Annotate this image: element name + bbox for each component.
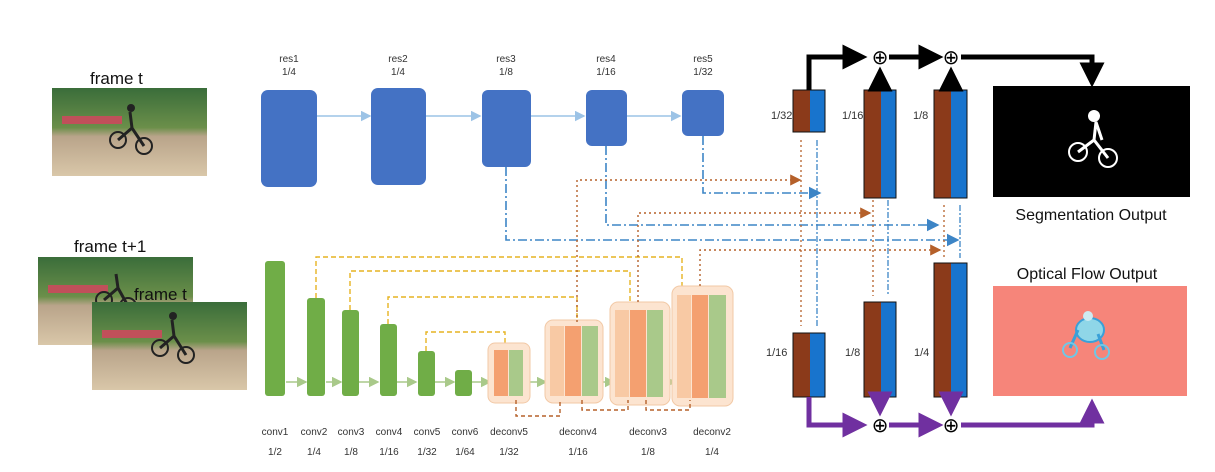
fusion-bottom-scale-1: 1/16 [766,347,787,359]
conv5-box [418,351,435,396]
res4-name: res4 [596,54,616,65]
conv3-scale: 1/8 [344,447,358,458]
res4-block: res4 1/16 [586,54,627,146]
conv3-box [342,310,359,396]
fusion-top-scale-2: 1/16 [842,110,863,122]
seg-plus-nodes: ⊕ ⊕ [872,45,960,69]
fusion-top-2-blue [881,90,896,198]
flownet-labels: conv1 1/2 conv2 1/4 conv3 1/8 conv4 1/16… [262,427,732,458]
res5-box [682,90,724,136]
conv2-scale: 1/4 [307,447,321,458]
fusion-bottom-row: 1/16 1/8 1/4 [766,262,968,398]
res1-block: res1 1/4 [261,54,317,187]
fusion-bottom-1-brown [793,333,810,397]
flow-plus-nodes: ⊕ ⊕ [872,413,960,437]
res5-block: res5 1/32 [682,54,724,136]
conv6-name: conv6 [452,427,479,438]
res3-box [482,90,531,167]
segmentation-output-image [993,86,1190,197]
deconv4-name: deconv4 [559,427,597,438]
res5-scale: 1/32 [693,67,713,78]
res1-box [261,90,317,187]
encoder: res1 1/4 res2 1/4 res3 1/8 res4 1/16 res… [261,54,724,187]
deconv5-name: deconv5 [490,427,528,438]
frame-t-label: frame t [90,69,143,88]
seg-plus-1: ⊕ [872,45,889,69]
segmentation-path [806,44,1105,92]
fusion-top-3-brown [934,90,951,198]
res4-box [586,90,627,146]
res2-name: res2 [388,54,408,65]
flow-plus-1: ⊕ [872,413,889,437]
deconv2-name: deconv2 [693,427,731,438]
res3-name: res3 [496,54,516,65]
deconv2-scale: 1/4 [705,447,719,458]
flownet-encoder [265,261,472,396]
conv4-scale: 1/16 [379,447,399,458]
fusion-top-row: 1/32 1/16 1/8 [771,89,968,199]
segmentation-output-label: Segmentation Output [1015,207,1167,224]
res3-scale: 1/8 [499,67,513,78]
fusion-top-scale-1: 1/32 [771,110,792,122]
res1-name: res1 [279,54,299,65]
res5-name: res5 [693,54,713,65]
flow-feature-links [576,174,942,322]
frame-t-overlay-label: frame t [134,285,187,304]
fusion-bottom-2-brown [864,302,881,397]
conv5-scale: 1/32 [417,447,437,458]
conv6-scale: 1/64 [455,447,475,458]
conv5-name: conv5 [414,427,441,438]
flow-path [806,391,1105,438]
fusion-top-3-blue [951,90,967,198]
conv6-box [455,370,472,396]
res2-box [371,88,426,185]
frame-t-overlay-image [92,302,247,390]
deconv3-block [609,301,671,406]
deconv2-block [671,285,734,407]
res2-block: res2 1/4 [371,54,426,185]
flow-output-label: Optical Flow Output [1017,266,1158,283]
conv4-name: conv4 [376,427,403,438]
deconv3-scale: 1/8 [641,447,655,458]
fusion-bottom-1-blue [810,333,825,397]
fusion-bottom-2-blue [881,302,896,397]
res1-scale: 1/4 [282,67,296,78]
seg-plus-2: ⊕ [943,45,960,69]
fusion-top-1-blue [810,90,825,132]
deconv4-block [544,319,604,404]
deconv5-block [487,342,531,404]
fusion-bottom-3-brown [934,263,951,397]
conv1-name: conv1 [262,427,289,438]
conv1-box [265,261,285,396]
flownet-decoder [487,285,734,407]
fusion-top-scale-3: 1/8 [913,110,928,122]
conv4-box [380,324,397,396]
res2-scale: 1/4 [391,67,405,78]
deconv-feedback-links [515,400,691,417]
conv2-box [307,298,325,396]
conv3-name: conv3 [338,427,365,438]
encoder-skip-links [505,136,960,247]
flownet-skip-links [315,256,683,351]
deconv3-name: deconv3 [629,427,667,438]
conv1-scale: 1/2 [268,447,282,458]
fusion-top-1-brown [793,90,810,132]
flow-plus-2: ⊕ [943,413,960,437]
frame-t-image [52,88,207,176]
fusion-bottom-scale-2: 1/8 [845,347,860,359]
deconv4-scale: 1/16 [568,447,588,458]
res3-block: res3 1/8 [482,54,531,167]
deconv5-scale: 1/32 [499,447,519,458]
res4-scale: 1/16 [596,67,616,78]
fusion-bottom-3-blue [951,263,967,397]
fusion-top-2-brown [864,90,881,198]
frame-t1-label: frame t+1 [74,237,146,256]
conv2-name: conv2 [301,427,328,438]
fusion-bottom-scale-3: 1/4 [914,347,929,359]
flow-output-image [993,286,1187,396]
